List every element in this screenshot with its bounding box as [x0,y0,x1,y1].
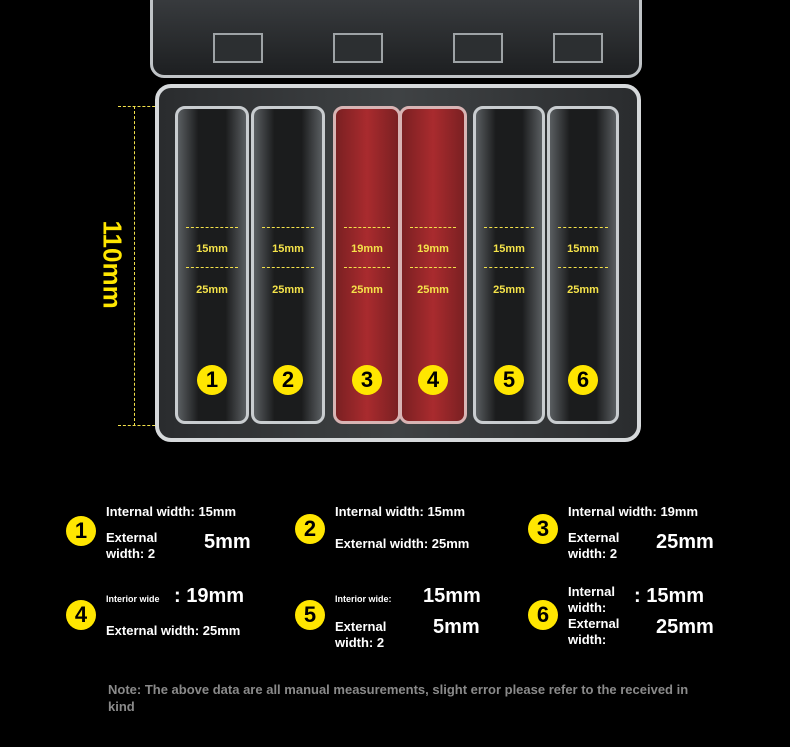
spec-internal: Internal width: 19mm [568,504,699,519]
spec-number-badge: 4 [66,600,96,630]
spec-external-label: width: [568,632,607,647]
spec-internal-value: : 19mm [174,585,245,607]
outer-width-label: 25mm [351,284,383,296]
inner-marker [186,227,238,228]
height-top-marker [118,106,160,107]
inner-marker [410,227,456,228]
outer-width-label: 25mm [196,284,228,296]
compartment-3: 19mm 25mm 3 [333,106,401,424]
inner-marker [558,227,608,228]
spec-number-badge: 1 [66,516,96,546]
spec-number-badge: 5 [295,600,325,630]
compartment-1: 15mm 25mm 1 [175,106,249,424]
outer-width-label: 25mm [417,284,449,296]
compartment-4: 19mm 25mm 4 [399,106,467,424]
spec-external-label: External [568,616,620,631]
lid-hinge [333,33,383,63]
height-bottom-marker [118,425,160,426]
compartment-number: 6 [568,365,598,395]
spec-internal-label: width: [568,600,607,615]
compartment-number: 3 [352,365,382,395]
spec-external-label: width: 2 [335,635,385,650]
spec-external-label: External [568,530,620,545]
spec-internal-label: Interior wide: [335,594,392,604]
spec-internal-value: : 15mm [634,585,705,607]
spec-internal-label: Interior wide [106,594,160,604]
spec-external-label: External [335,619,387,634]
spec-external-label: External [106,530,158,545]
inner-width-label: 15mm [196,243,228,255]
spec-5: 5 Interior wide: 15mm External width: 2 … [295,585,505,650]
inner-marker [484,227,534,228]
compartment-number: 5 [494,365,524,395]
spec-external-label: width: 2 [568,546,618,561]
spec-number-badge: 2 [295,514,325,544]
compartment-number: 4 [418,365,448,395]
compartment-2: 15mm 25mm 2 [251,106,325,424]
outer-width-label: 25mm [272,284,304,296]
spec-external: External width: 25mm [106,623,241,638]
spec-internal-label: Internal [568,584,615,599]
outer-marker [262,267,314,268]
spec-2: 2 Internal width: 15mm External width: 2… [295,504,505,564]
box-body: 15mm 25mm 1 15mm 25mm 2 19mm 25mm 3 19mm… [155,84,641,442]
spec-external: External width: 25mm [335,536,470,551]
inner-width-label: 15mm [493,243,525,255]
spec-1: 1 Internal width: 15mm External width: 2… [66,504,276,564]
inner-width-label: 15mm [272,243,304,255]
spec-external-value: 25mm [656,531,714,553]
spec-3: 3 Internal width: 19mm External width: 2… [528,504,738,564]
spec-external-label: width: 2 [106,546,156,561]
height-dimension-line [134,106,135,426]
inner-marker [344,227,390,228]
outer-marker [558,267,608,268]
spec-number-badge: 6 [528,600,558,630]
compartment-number: 1 [197,365,227,395]
height-label: 110mm [97,220,128,309]
box-lid [150,0,642,78]
inner-width-label: 15mm [567,243,599,255]
spec-internal-value: 15mm [423,585,481,607]
outer-width-label: 25mm [493,284,525,296]
spec-internal: Internal width: 15mm [106,504,237,519]
compartment-6: 15mm 25mm 6 [547,106,619,424]
inner-width-label: 19mm [351,243,383,255]
outer-marker [344,267,390,268]
spec-external-value: 5mm [204,531,251,553]
lid-hinge [553,33,603,63]
inner-width-label: 19mm [417,243,449,255]
spec-6: 6 Internal width: External width: : 15mm… [528,584,738,652]
spec-number-badge: 3 [528,514,558,544]
spec-4: 4 Interior wide : 19mm External width: 2… [66,585,276,648]
compartment-number: 2 [273,365,303,395]
inner-marker [262,227,314,228]
spec-external-value: 5mm [433,616,480,638]
outer-width-label: 25mm [567,284,599,296]
outer-marker [186,267,238,268]
lid-hinge [213,33,263,63]
lid-hinge [453,33,503,63]
outer-marker [484,267,534,268]
compartment-5: 15mm 25mm 5 [473,106,545,424]
spec-external-value: 25mm [656,616,714,638]
spec-internal: Internal width: 15mm [335,504,466,519]
measurement-note: Note: The above data are all manual meas… [108,682,689,714]
outer-marker [410,267,456,268]
